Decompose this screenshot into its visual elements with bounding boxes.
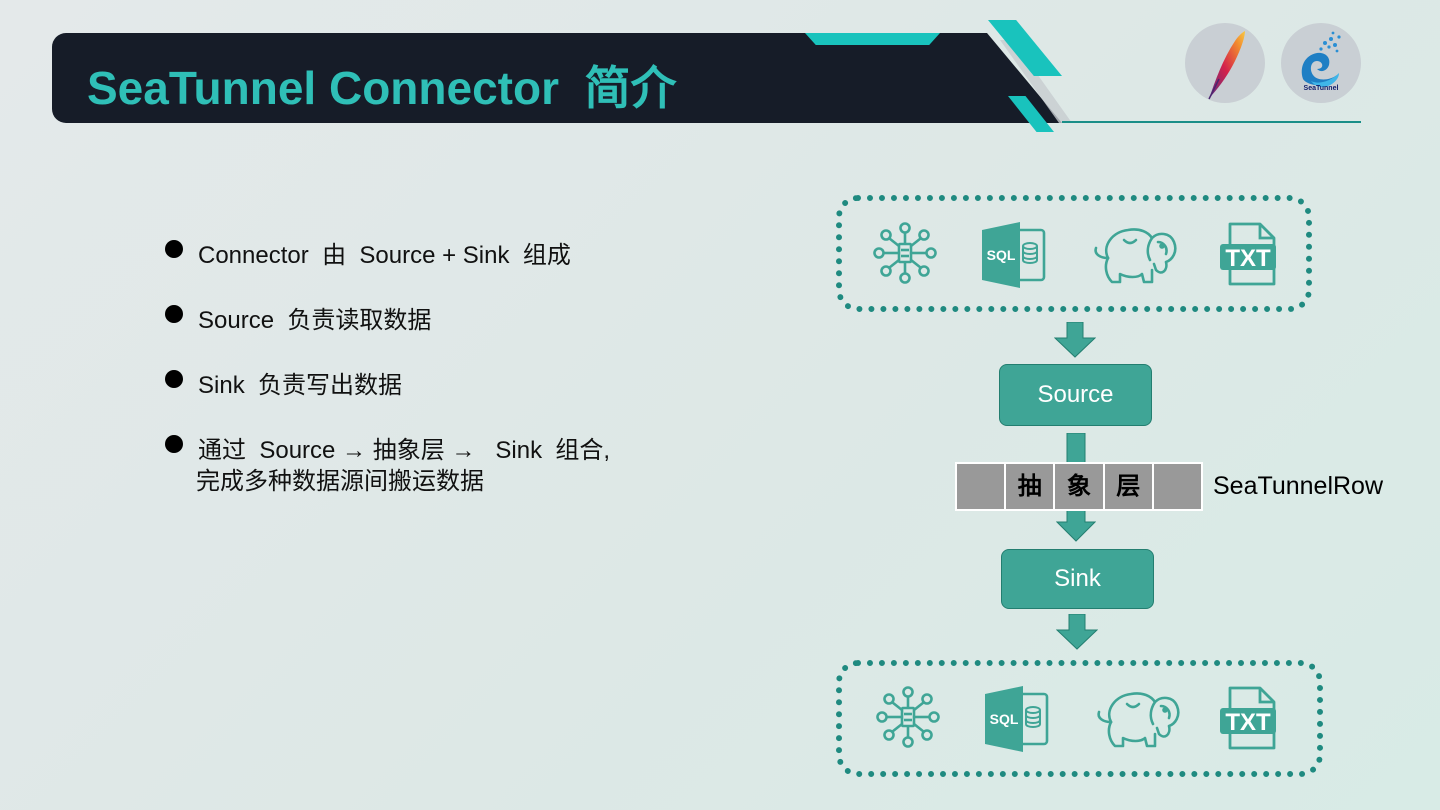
txt-file-icon: TXT — [1218, 686, 1278, 757]
bullet-text: Source 负责读取数据 — [198, 307, 432, 334]
svg-text:SQL: SQL — [987, 247, 1016, 263]
arrow-down-icon — [1056, 510, 1096, 542]
arrow-down-icon — [1054, 322, 1096, 358]
hadoop-elephant-icon — [1088, 220, 1178, 295]
sql-database-icon: SQL — [980, 222, 1046, 293]
abstraction-cell — [957, 464, 1005, 509]
svg-text:TXT: TXT — [1225, 245, 1271, 272]
seatunnel-wave-icon — [1301, 31, 1341, 88]
sql-database-icon: SQL — [983, 686, 1049, 757]
abstraction-cell: 层 — [1104, 464, 1152, 509]
svg-text:SQL: SQL — [990, 711, 1019, 727]
arrow-down-icon — [1056, 614, 1098, 650]
decorative-accent-top — [805, 33, 940, 45]
bullet-dot-icon — [165, 370, 183, 388]
txt-file-icon: TXT — [1218, 222, 1278, 293]
source-datasources-group — [836, 195, 1312, 312]
bullet-text: Connector 由 Source + Sink 组成 — [198, 242, 571, 269]
page-title: SeaTunnel Connector 简介 — [87, 62, 677, 114]
bullet-text-continued: 完成多种数据源间搬运数据 — [196, 468, 484, 495]
sink-node: Sink — [1001, 549, 1154, 609]
abstraction-label: SeaTunnelRow — [1213, 472, 1384, 500]
abstraction-layer: 抽 象 层 — [955, 462, 1203, 511]
bullet-text: Sink 负责写出数据 — [198, 372, 403, 399]
bullet-dot-icon — [165, 240, 183, 258]
bullet-dot-icon — [165, 305, 183, 323]
abstraction-cell: 象 — [1055, 464, 1103, 509]
bullet-text: 通过 Source → 抽象层 → Sink 组合, — [198, 437, 611, 464]
svg-text:TXT: TXT — [1225, 709, 1271, 736]
network-hub-icon — [872, 222, 938, 289]
abstraction-cell: 抽 — [1006, 464, 1054, 509]
sink-datasources-group — [836, 660, 1323, 777]
header-underline — [1062, 121, 1361, 123]
apache-feather-icon — [1208, 31, 1245, 100]
arrow-connector-icon — [1066, 433, 1086, 463]
abstraction-cell — [1153, 464, 1202, 509]
bullet-dot-icon — [165, 435, 183, 453]
seatunnel-logo: SeaTunnel — [1281, 23, 1361, 103]
source-node: Source — [999, 364, 1152, 426]
hadoop-elephant-icon — [1091, 684, 1181, 759]
network-hub-icon — [875, 686, 941, 753]
apache-logo — [1185, 23, 1265, 103]
title-bar — [52, 33, 1062, 123]
seatunnel-logo-text: SeaTunnel — [1303, 85, 1339, 92]
